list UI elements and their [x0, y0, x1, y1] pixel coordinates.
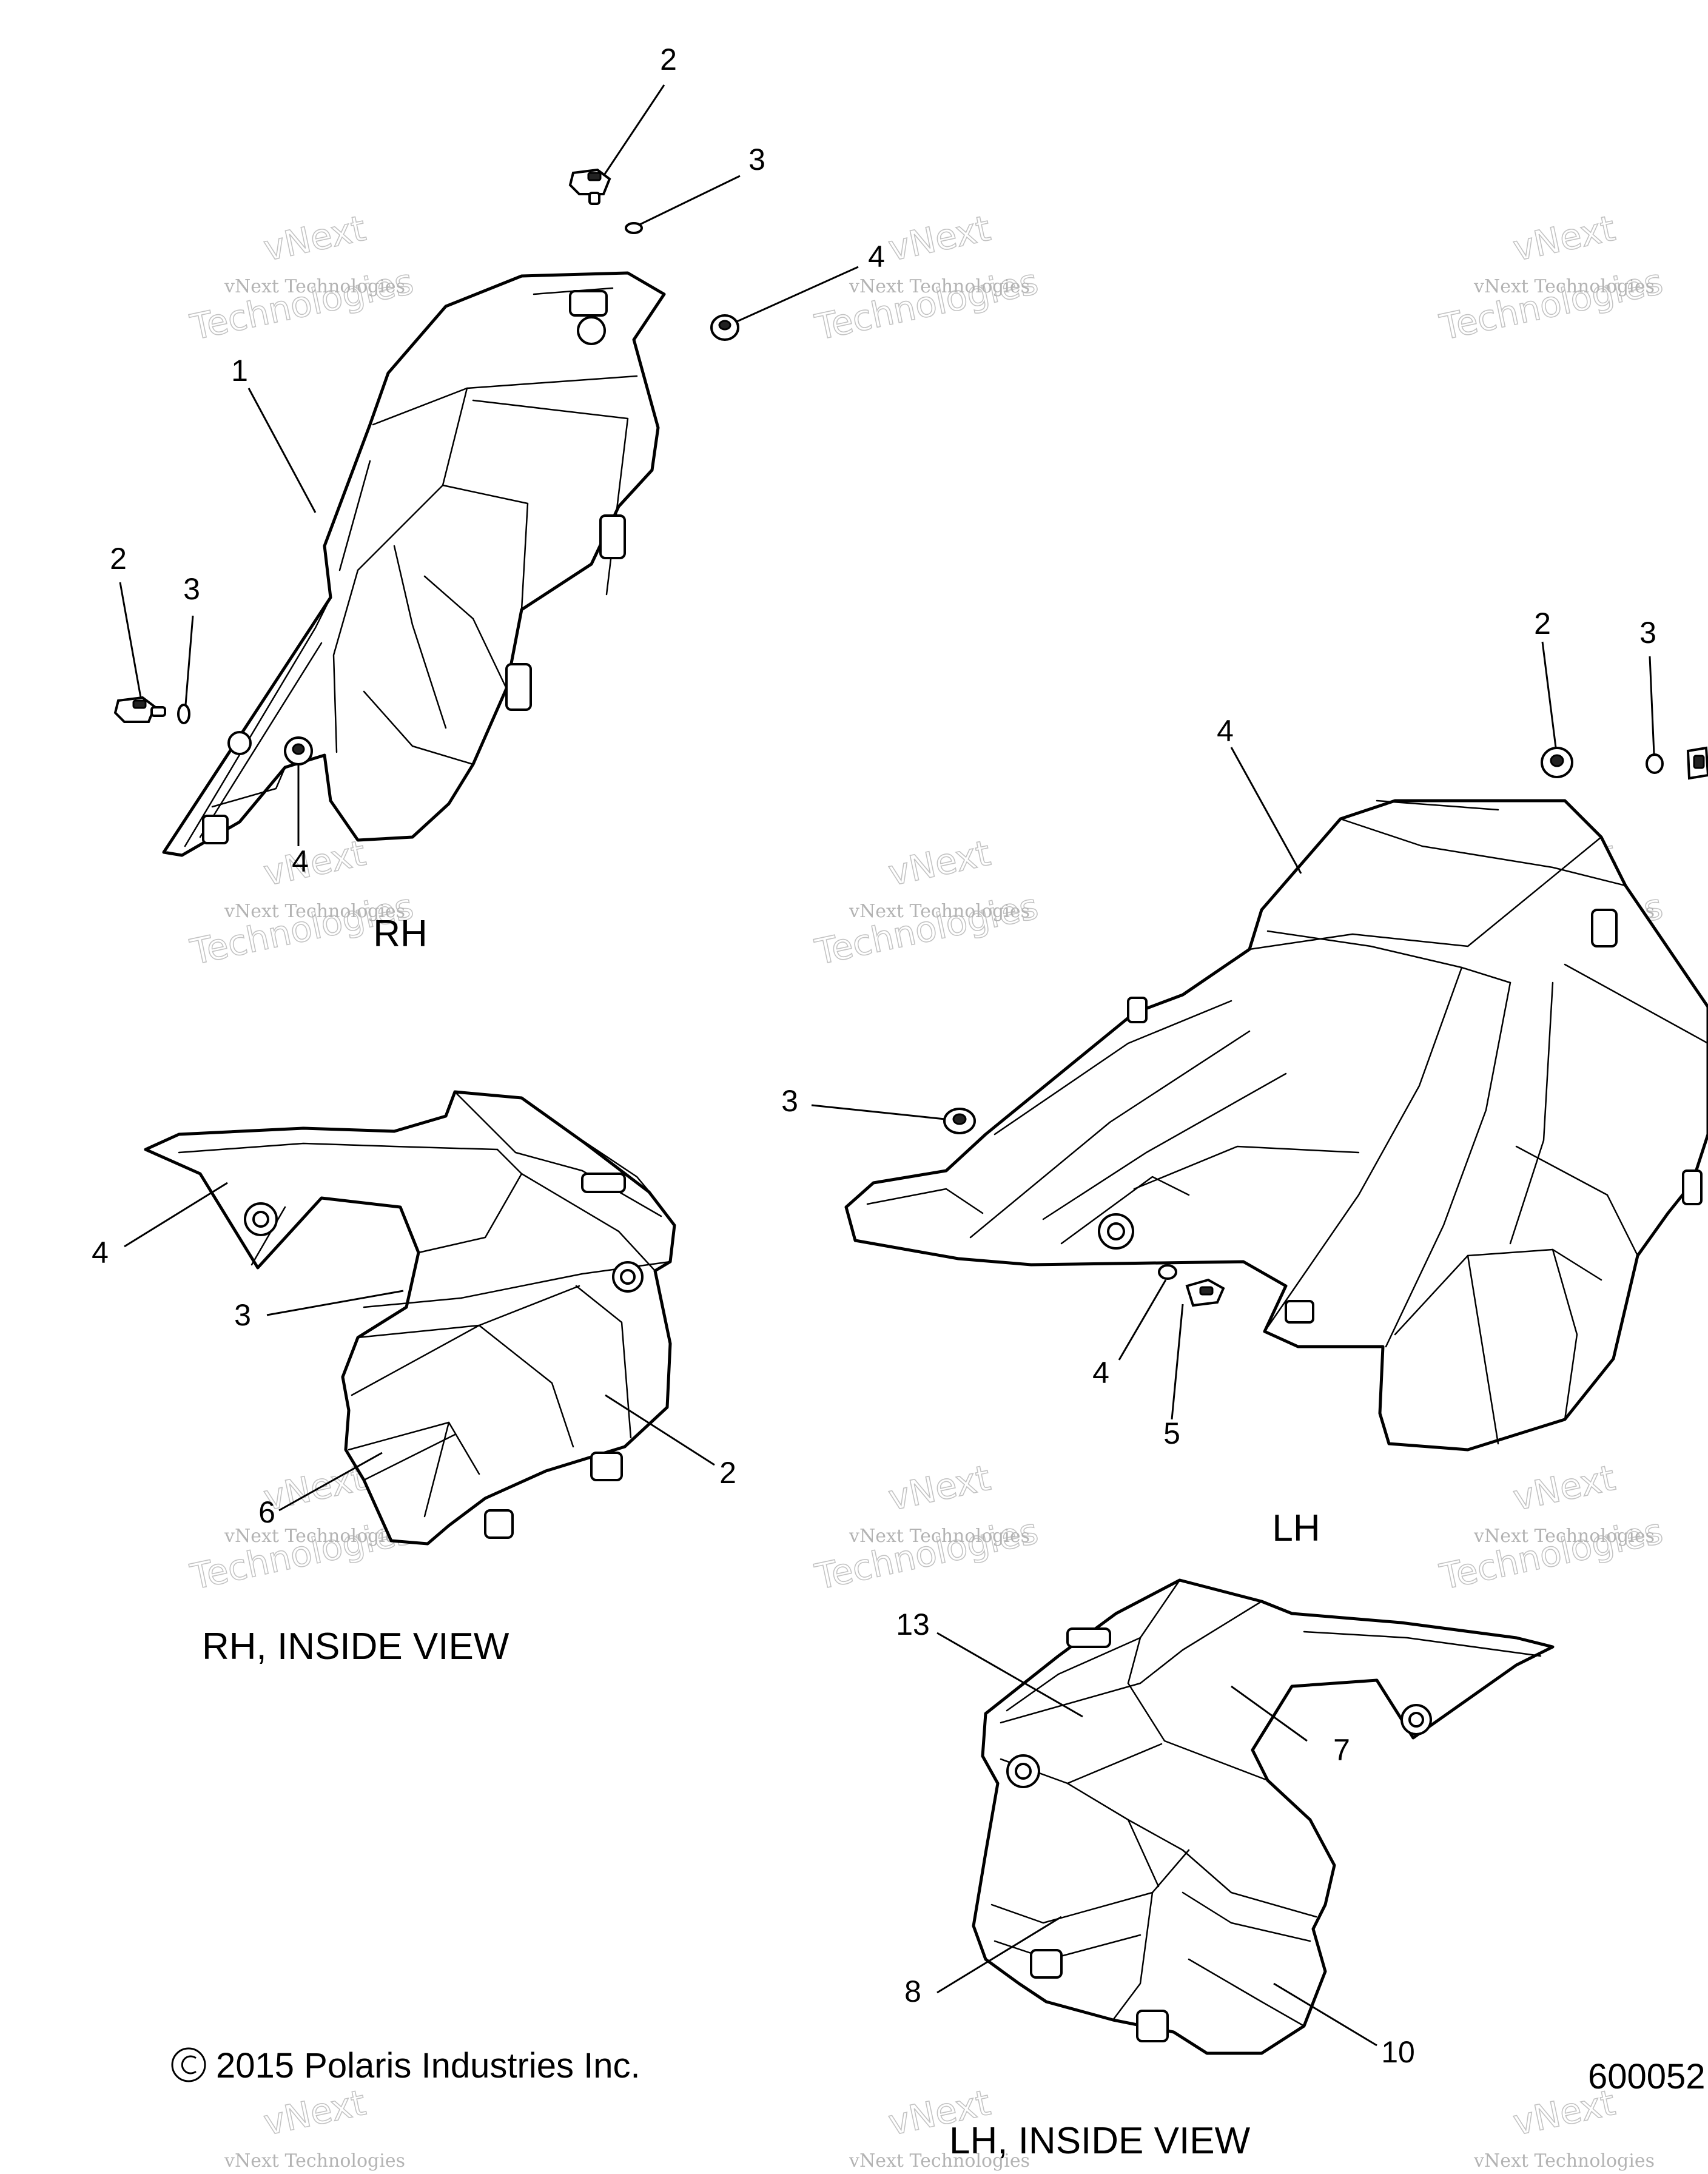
watermark: vNext vNext Technologies Technologies: [811, 1456, 1042, 1598]
callout-1: 1: [231, 354, 248, 388]
svg-text:Technologies: Technologies: [812, 886, 1042, 973]
push-rivet-part-2: [1686, 746, 1708, 780]
watermark: vNext vNext Technologies Technologies: [1436, 207, 1667, 349]
svg-text:vNext Technologies: vNext Technologies: [849, 1526, 1030, 1547]
svg-text:vNext Technologies: vNext Technologies: [224, 1526, 405, 1547]
rh-inside-view-label: RH, INSIDE VIEW: [202, 1626, 509, 1668]
callout-7: 2: [719, 1456, 736, 1490]
svg-text:vNext Technologies: vNext Technologies: [1473, 276, 1655, 297]
watermark: vNext vNext Technologies Technologies: [811, 832, 1042, 974]
watermark: vNext vNext Technologies Technologies: [1436, 1456, 1667, 1598]
callout-11: 8: [904, 1974, 921, 2008]
svg-text:vNext Technologies: vNext Technologies: [849, 2150, 1030, 2172]
lh-inside-view-assembly: [972, 1578, 1555, 2055]
callouts: 1 2 3 4 2 3 4 2 3 4 3 4 5 4 3 2 6 13 7 8…: [92, 42, 1656, 2069]
push-rivet-part-2: [1185, 1278, 1225, 1307]
copyright-notice: 2015 Polaris Industries Inc.: [171, 2046, 640, 2085]
svg-text:vNext Technologies: vNext Technologies: [849, 901, 1030, 922]
copyright-text: 2015 Polaris Industries Inc.: [216, 2046, 640, 2085]
callout-2: 2: [110, 542, 127, 576]
svg-text:vNext: vNext: [885, 207, 994, 269]
rh-side-panel: [162, 271, 666, 857]
lh-side-panel: [844, 799, 1708, 1452]
grommet-part-4: [943, 1108, 976, 1134]
callout-12: 10: [1381, 2035, 1415, 2069]
watermark: vNext vNext Technologies: [1473, 2081, 1655, 2172]
push-rivet-part-2: [113, 696, 166, 723]
svg-text:vNext Technologies: vNext Technologies: [224, 276, 405, 297]
svg-text:vNext Technologies: vNext Technologies: [1473, 1526, 1655, 1547]
svg-text:vNext: vNext: [1510, 207, 1619, 269]
svg-text:vNext Technologies: vNext Technologies: [849, 276, 1030, 297]
push-rivet-part-2: [568, 168, 611, 205]
callout-4: 4: [868, 240, 885, 274]
grommet-part-4: [1541, 747, 1573, 778]
callout-3: 3: [183, 572, 200, 606]
svg-text:Technologies: Technologies: [812, 1510, 1042, 1598]
grommet-part-4: [284, 736, 313, 766]
callout-4: 4: [292, 844, 309, 878]
callout-3: 4: [1092, 1356, 1109, 1390]
lh-inside-view-label: LH, INSIDE VIEW: [949, 2120, 1251, 2162]
svg-text:Technologies: Technologies: [1436, 261, 1667, 348]
washer-part-3: [1158, 1264, 1177, 1280]
callout-9: 7: [1333, 1733, 1350, 1767]
svg-text:Technologies: Technologies: [812, 261, 1042, 348]
callout-10: 13: [896, 1607, 930, 1641]
callout-3: 3: [1639, 616, 1656, 650]
callout-6: 4: [92, 1236, 109, 1270]
washer-part-3: [1646, 753, 1664, 774]
svg-text:Technologies: Technologies: [187, 261, 417, 348]
svg-text:vNext: vNext: [260, 207, 369, 269]
callout-13: 3: [234, 1298, 251, 1332]
svg-text:vNext: vNext: [885, 1457, 994, 1519]
callout-3: 3: [748, 143, 765, 177]
watermark: vNext vNext Technologies Technologies: [811, 207, 1042, 349]
svg-text:vNext: vNext: [260, 2082, 369, 2144]
leader-lines: [119, 84, 1655, 2047]
watermark: vNext vNext Technologies: [224, 2081, 405, 2172]
callout-4: 3: [781, 1084, 798, 1118]
lh-view-label: LH: [1272, 1507, 1320, 1549]
callout-8: 6: [258, 1495, 275, 1529]
callout-4: 2: [1534, 607, 1551, 641]
svg-text:vNext: vNext: [260, 1457, 369, 1519]
svg-text:vNext: vNext: [260, 832, 369, 894]
svg-text:vNext Technologies: vNext Technologies: [1473, 2150, 1655, 2172]
grommet-part-4: [710, 314, 739, 341]
svg-text:vNext Technologies: vNext Technologies: [224, 901, 405, 922]
svg-text:vNext Technologies: vNext Technologies: [224, 2150, 405, 2172]
svg-text:vNext: vNext: [1510, 1457, 1619, 1519]
svg-text:vNext: vNext: [885, 832, 994, 894]
hardware: [113, 168, 1708, 1307]
callout-2: 5: [1163, 1416, 1180, 1450]
washer-part-3: [177, 704, 190, 724]
drawing-number: 600052: [1588, 2057, 1706, 2096]
rh-view-label: RH: [373, 913, 428, 955]
rh-inside-view-assembly: [144, 1090, 676, 1546]
callout-2: 2: [660, 42, 677, 76]
callout-5: 4: [1217, 714, 1234, 748]
copyright-symbol-icon: [171, 2047, 206, 2082]
watermark: vNext vNext Technologies Technologies: [186, 207, 417, 349]
washer-part-3: [625, 222, 643, 234]
svg-text:Technologies: Technologies: [1436, 1510, 1667, 1598]
